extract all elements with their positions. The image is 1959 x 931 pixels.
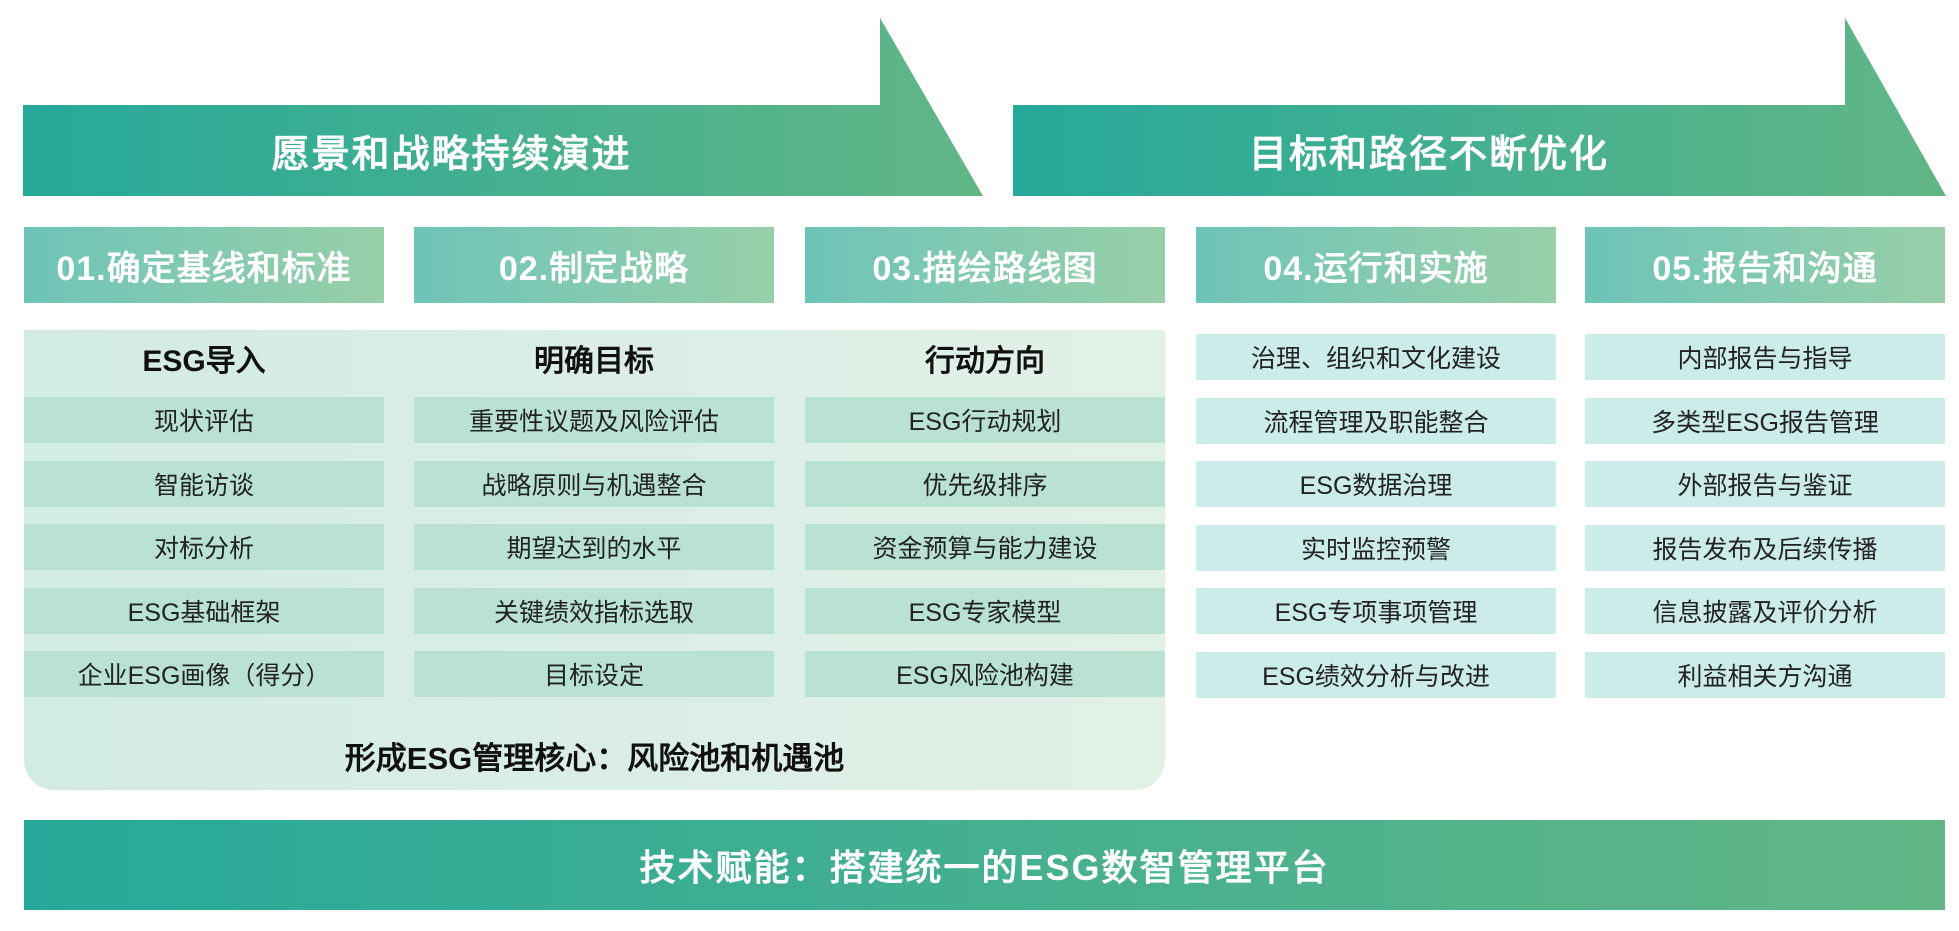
step-item: 多类型ESG报告管理: [1585, 397, 1945, 444]
step-item: ESG数据治理: [1196, 461, 1556, 507]
step-item: 外部报告与鉴证: [1585, 461, 1945, 507]
step-item: 关键绩效指标选取: [414, 587, 774, 634]
step-item: 现状评估: [24, 397, 384, 443]
step-item: ESG专家模型: [805, 587, 1165, 634]
step-item: 资金预算与能力建设: [805, 524, 1165, 570]
step-item: 内部报告与指导: [1585, 334, 1945, 380]
arrow-label: 愿景和战略持续演进: [271, 134, 632, 176]
step-header-5: 05.报告和沟通: [1585, 227, 1945, 303]
arrow-goals-path: 目标和路径不断优化: [1013, 18, 1946, 196]
step-item: ESG行动规划: [805, 397, 1165, 443]
step-item: 对标分析: [24, 524, 384, 570]
arrow-shape-icon: [23, 18, 983, 196]
step-item: 流程管理及职能整合: [1196, 397, 1556, 444]
step-item: 重要性议题及风险评估: [414, 397, 774, 443]
arrow-vision-strategy: 愿景和战略持续演进: [23, 18, 983, 196]
step-item: 智能访谈: [24, 460, 384, 507]
step-item: ESG风险池构建: [805, 651, 1165, 697]
step-item: 目标设定: [414, 651, 774, 697]
column-header-define-goals: 明确目标: [534, 345, 654, 378]
step-header-2: 02.制定战略: [414, 227, 774, 303]
tech-platform-banner: 技术赋能：搭建统一的ESG数智管理平台: [24, 820, 1945, 910]
step-item: 实时监控预警: [1196, 524, 1556, 571]
step-header-4: 04.运行和实施: [1196, 227, 1556, 303]
step-item: ESG绩效分析与改进: [1196, 651, 1556, 698]
step-header-3: 03.描绘路线图: [805, 227, 1165, 303]
step-item: 企业ESG画像（得分）: [24, 651, 384, 697]
step-item: 期望达到的水平: [414, 524, 774, 570]
column-header-action-direction: 行动方向: [925, 345, 1045, 378]
step-item: 战略原则与机遇整合: [414, 460, 774, 507]
step-item: ESG基础框架: [24, 587, 384, 634]
step-item: 报告发布及后续传播: [1585, 524, 1945, 571]
step-item: 治理、组织和文化建设: [1196, 334, 1556, 380]
step-item: ESG专项事项管理: [1196, 588, 1556, 634]
core-label: 形成ESG管理核心：风险池和机遇池: [344, 740, 845, 776]
arrow-shape-icon: [1013, 18, 1946, 196]
step-header-1: 01.确定基线和标准: [24, 227, 384, 303]
step-item: 利益相关方沟通: [1585, 651, 1945, 698]
step-item: 信息披露及评价分析: [1585, 588, 1945, 634]
arrow-label: 目标和路径不断优化: [1248, 134, 1609, 176]
column-header-esg-intro: ESG导入: [142, 345, 266, 378]
step-item: 优先级排序: [805, 460, 1165, 507]
